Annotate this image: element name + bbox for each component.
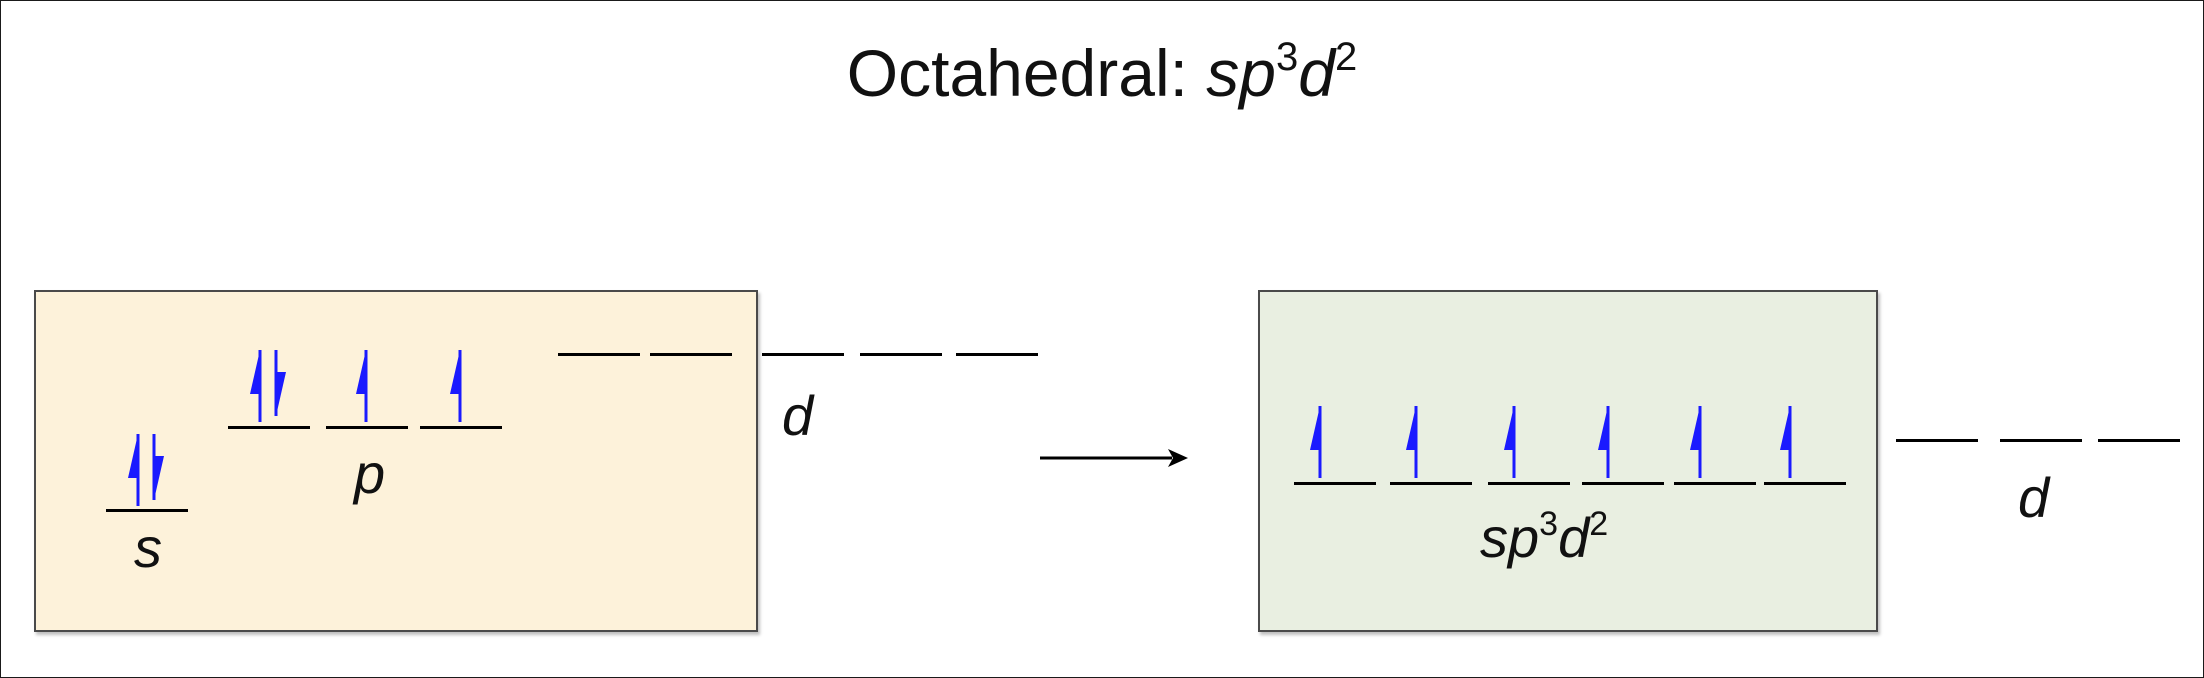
hybrid-orbital-1-up-spin-arrow <box>1310 406 1322 478</box>
unhybridized-d-level-1 <box>1896 439 1978 442</box>
hybridized-state-box <box>1258 290 1878 632</box>
s-orbital-up-spin-arrow <box>128 434 140 506</box>
hybrid-orbital-level-4 <box>1582 482 1664 485</box>
p-orbital-level-2 <box>326 426 408 429</box>
d-orbital-level-4 <box>860 353 942 356</box>
hybrid-orbital-level-1 <box>1294 482 1376 485</box>
p-orbital-3-up-spin-arrow <box>450 350 462 422</box>
hybrid-orbital-3-up-spin-arrow <box>1504 406 1516 478</box>
slide-title: Octahedral: sp3d2 <box>846 35 1358 110</box>
d-orbital-level-5 <box>956 353 1038 356</box>
hybrid-orbital-6-up-spin-arrow <box>1780 406 1792 478</box>
d-orbital-level-3 <box>762 353 844 356</box>
s-orbital-label: s <box>134 516 162 579</box>
p-orbital-2-up-spin-arrow <box>356 350 368 422</box>
s-orbital-down-spin-arrow <box>152 434 164 500</box>
hybrid-orbital-2-up-spin-arrow <box>1406 406 1418 478</box>
hybrid-orbital-level-6 <box>1764 482 1846 485</box>
p-orbital-level-1 <box>228 426 310 429</box>
hybrid-orbital-label: sp3d2 <box>1480 505 1609 569</box>
hybrid-orbital-level-2 <box>1390 482 1472 485</box>
unhybridized-d-level-2 <box>2000 439 2082 442</box>
p-orbital-level-3 <box>420 426 502 429</box>
unhybridized-d-label: d <box>2018 466 2050 529</box>
ground-state-box <box>34 290 758 632</box>
hybridization-arrow <box>1040 449 1188 467</box>
unhybridized-d-level-3 <box>2098 439 2180 442</box>
d-orbital-level-1 <box>558 353 640 356</box>
d-orbital-label: d <box>782 384 814 447</box>
p-orbital-label: p <box>354 442 386 505</box>
hybrid-orbital-4-up-spin-arrow <box>1598 406 1610 478</box>
hybrid-orbital-level-3 <box>1488 482 1570 485</box>
p-orbital-1-down-spin-arrow <box>274 350 286 416</box>
s-orbital-level <box>106 509 188 512</box>
hybrid-orbital-level-5 <box>1674 482 1756 485</box>
d-orbital-level-2 <box>650 353 732 356</box>
p-orbital-1-up-spin-arrow <box>250 350 262 422</box>
hybrid-orbital-5-up-spin-arrow <box>1690 406 1702 478</box>
